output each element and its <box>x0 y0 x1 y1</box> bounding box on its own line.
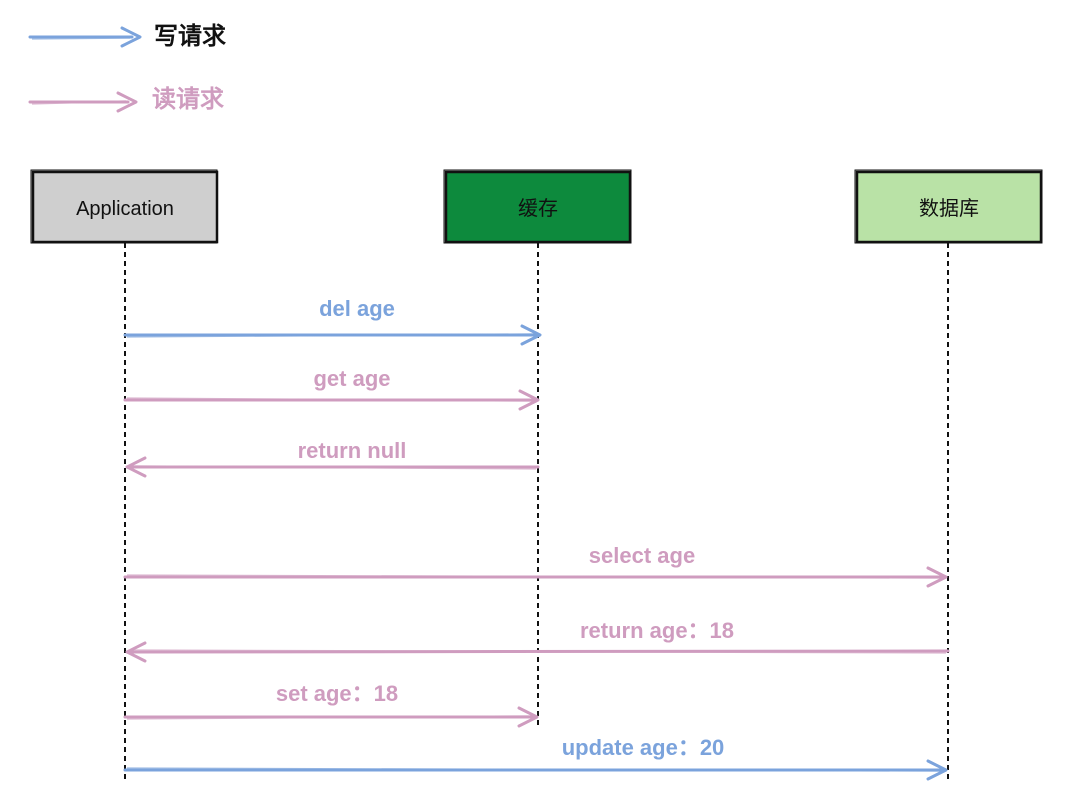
message-get-age-label: get age <box>313 366 390 391</box>
message-del-age-arrowhead <box>520 324 542 346</box>
messages: del age get age return null select age <box>123 296 950 781</box>
legend: 写请求 读请求 <box>28 23 226 113</box>
message-set-age-label: set age：18 <box>276 681 398 706</box>
message-select-age: select age <box>123 543 948 588</box>
actor-cache-box <box>444 170 632 244</box>
message-update-age-line-sketch <box>126 767 941 772</box>
actor-cache: 缓存 <box>443 169 632 244</box>
message-select-age-arrowhead <box>926 566 948 588</box>
message-update-age: update age：20 <box>123 735 948 781</box>
legend-write: 写请求 <box>28 23 226 50</box>
message-set-age: set age：18 <box>123 681 539 728</box>
actor-database-label: 数据库 <box>919 197 979 220</box>
message-select-age-line-sketch <box>126 574 941 579</box>
actor-database-box-sketch <box>854 169 1043 244</box>
message-get-age-arrowhead <box>518 389 540 411</box>
message-update-age-label: update age：20 <box>562 735 725 760</box>
actor-cache-label: 缓存 <box>518 197 558 220</box>
message-del-age-label: del age <box>319 296 395 321</box>
legend-read-arrowhead <box>116 91 138 113</box>
message-del-age-line-sketch <box>126 333 535 338</box>
legend-read: 读请求 <box>28 86 224 113</box>
message-del-age: del age <box>123 296 542 346</box>
legend-write-label: 写请求 <box>154 23 226 50</box>
legend-read-label: 读请求 <box>152 86 224 113</box>
legend-write-arrow-line-sketch <box>31 37 131 40</box>
actor-cache-box-sketch <box>443 169 632 244</box>
message-return-age: return age：18 <box>125 618 950 663</box>
message-return-age-line-sketch <box>132 649 947 654</box>
message-return-null: return null <box>125 438 540 478</box>
message-return-null-label: return null <box>298 438 407 463</box>
lifelines <box>124 243 949 780</box>
legend-write-arrowhead <box>120 26 142 48</box>
actor-application-box <box>31 170 219 244</box>
message-return-age-arrowhead <box>125 641 147 663</box>
actor-database: 数据库 <box>854 169 1043 244</box>
actor-application: Application <box>30 169 219 244</box>
message-update-age-arrowhead <box>926 759 948 781</box>
message-return-null-line-sketch <box>132 465 537 470</box>
message-get-age-line-sketch <box>126 397 533 402</box>
actor-application-label: Application <box>76 198 174 220</box>
message-select-age-label: select age <box>589 543 695 568</box>
message-return-null-arrowhead <box>125 456 147 478</box>
message-set-age-line-sketch <box>126 715 532 720</box>
message-return-age-label: return age：18 <box>580 618 734 643</box>
message-set-age-arrowhead <box>517 706 539 728</box>
message-get-age: get age <box>123 366 540 411</box>
legend-read-arrow-line-sketch <box>31 100 127 105</box>
actor-database-box <box>855 170 1043 244</box>
actor-application-box-sketch <box>30 169 218 244</box>
